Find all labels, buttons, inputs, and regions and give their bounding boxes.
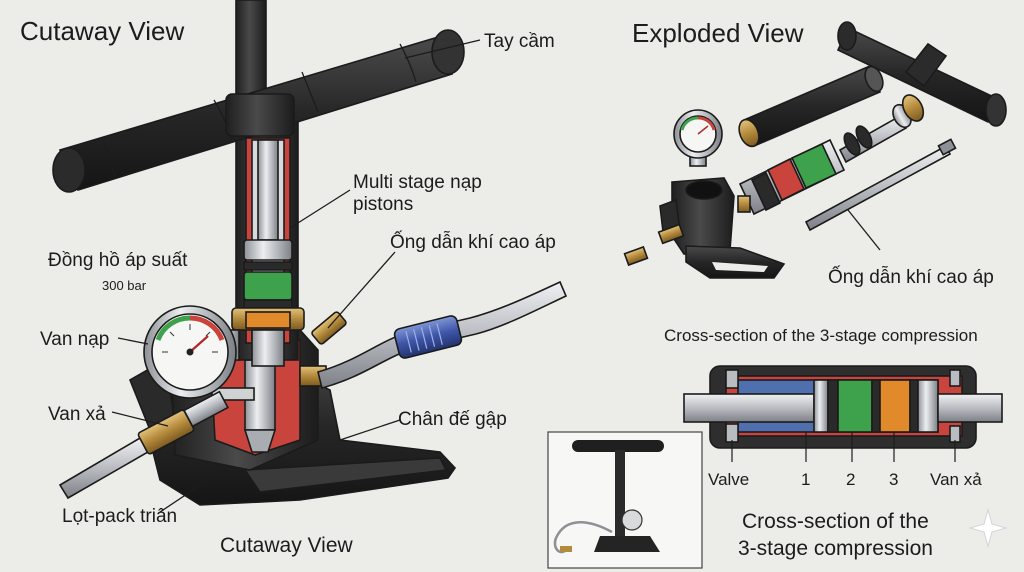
label-gauge-rating: 300 bar <box>102 278 147 293</box>
exploded-handle-hub <box>904 42 948 88</box>
xs-stage-green <box>837 379 873 433</box>
piston-seal-2 <box>243 299 293 309</box>
pressure-gauge-icon <box>143 305 240 399</box>
cross-section-diagram <box>683 365 1003 462</box>
cutaway-pump <box>52 0 568 506</box>
title-exploded: Exploded View <box>632 18 804 48</box>
xs-label-release: Van xả <box>930 470 982 489</box>
intake-hose <box>58 436 150 500</box>
inset-base <box>594 536 660 552</box>
handle-hub <box>225 93 295 137</box>
exploded-view <box>623 21 1007 279</box>
lower-piston <box>251 329 285 367</box>
exploded-hose-leader <box>847 209 881 251</box>
inset-gauge-icon <box>621 509 643 531</box>
t-handle <box>52 29 465 193</box>
exploded-green-ring <box>790 142 838 190</box>
label-handle: Tay cầm <box>484 31 555 52</box>
callout-leaders <box>111 39 481 513</box>
label-pistons-line1: Multi stage nạp <box>353 172 482 193</box>
piston-seal-1 <box>243 261 293 271</box>
sparkle-icon <box>968 508 1008 548</box>
inset-shaft <box>615 450 625 540</box>
handle-end-left <box>52 147 86 193</box>
xs-label-valve: Valve <box>708 470 749 489</box>
label-gauge: Đồng hồ áp suất <box>48 250 188 271</box>
cross-section-caption-line1: Cross-section of the <box>742 510 929 533</box>
handle-end-right <box>431 29 465 75</box>
side-nozzle <box>311 311 347 345</box>
hose-coupler <box>393 315 463 359</box>
exploded-gauge-icon <box>673 109 723 167</box>
label-exploded-hose: Ống dẫn khí cao áp <box>828 266 994 288</box>
piston-head <box>243 239 293 261</box>
xs-label-stage3: 3 <box>889 470 898 489</box>
xs-label-stage2: 2 <box>846 470 855 489</box>
intake-coupler <box>183 390 229 428</box>
label-bleed-valve: Van xả <box>48 404 106 425</box>
stage-orange <box>245 311 291 329</box>
base-foot <box>243 457 448 493</box>
cross-section-header: Cross-section of the 3-stage compression <box>664 326 978 345</box>
label-folding-base: Chân đế gập <box>398 409 507 430</box>
title-cutaway-bottom: Cutaway View <box>220 534 354 557</box>
check-valve-tip <box>243 429 277 453</box>
xs-label-stage1: 1 <box>801 470 810 489</box>
piston-rod <box>257 139 279 241</box>
label-intake-valve: Van nạp <box>40 329 109 350</box>
xs-outlet-tube <box>937 393 1003 423</box>
exploded-brass-tip <box>901 94 925 122</box>
label-filter-pack: Lọt-pack triân <box>62 506 177 527</box>
exploded-base <box>685 245 786 279</box>
exploded-small-fitting <box>623 245 649 267</box>
exploded-hp-tube <box>804 144 952 232</box>
exploded-red-ring <box>766 157 806 202</box>
xs-piston-rod <box>683 393 815 423</box>
cross-section-caption-line2: 3-stage compression <box>738 537 933 560</box>
title-cutaway-top: Cutaway View <box>20 16 184 46</box>
stage-green <box>243 271 293 301</box>
inset-photo <box>547 431 703 569</box>
inset-handle <box>572 440 664 452</box>
xs-stage-orange <box>879 379 911 433</box>
label-pistons-line2: pistons <box>353 194 413 215</box>
label-hose: Ống dẫn khí cao áp <box>390 231 556 253</box>
